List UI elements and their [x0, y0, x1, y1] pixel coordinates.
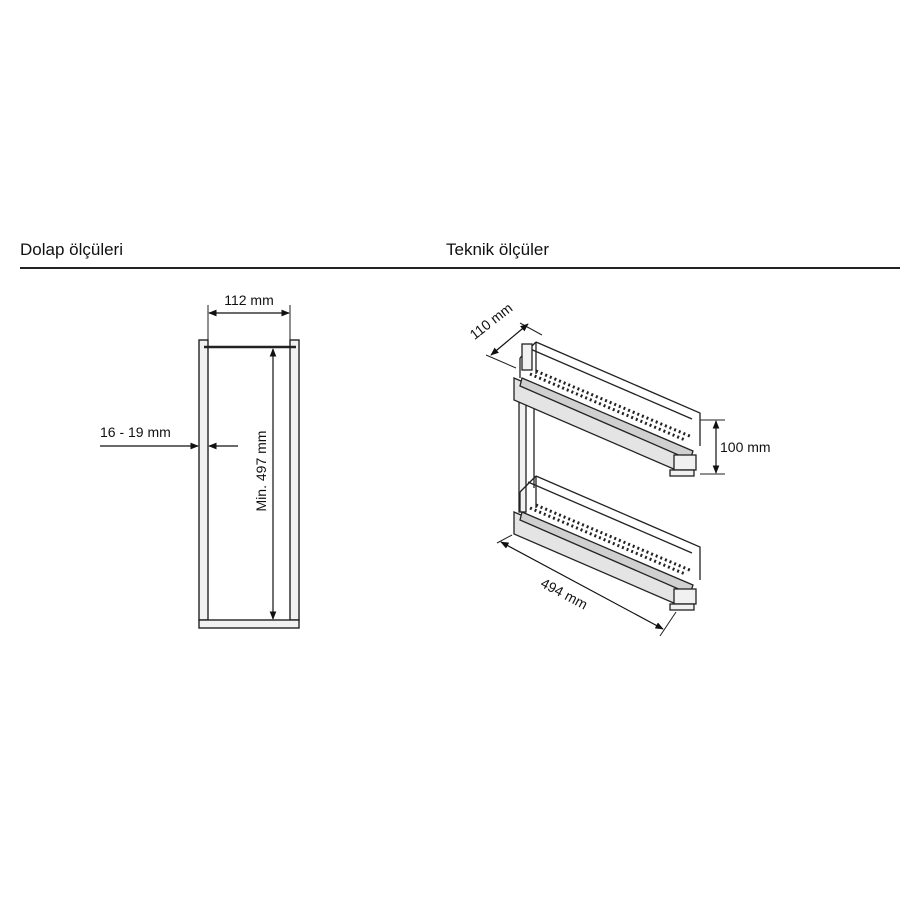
cabinet-bottom-panel: [198, 619, 300, 629]
cabinet-width-dimension: 112 mm: [207, 292, 291, 340]
upper-basket: [513, 341, 701, 477]
length-label: 494 mm: [538, 575, 590, 613]
technical-dimensions-heading: Teknik ölçüler: [446, 240, 549, 259]
basket-height-label: 100 mm: [720, 439, 771, 455]
cabinet-width-label: 112 mm: [224, 292, 274, 308]
basket-height-dimension: 100 mm: [700, 419, 771, 475]
heading-divider: [20, 267, 900, 269]
panel-thickness-dimension: 16 - 19 mm: [100, 424, 238, 450]
cabinet-height-label: Min. 497 mm: [253, 431, 269, 512]
cabinet-left-panel: [198, 339, 209, 621]
depth-label: 110 mm: [466, 300, 515, 343]
basket-unit-drawing: [513, 341, 701, 611]
panel-thickness-label: 16 - 19 mm: [100, 424, 171, 440]
cabinet-dimensions-heading: Dolap ölçüleri: [20, 240, 123, 259]
cabinet-height-dimension: Min. 497 mm: [253, 348, 277, 620]
cabinet-drawing: [198, 339, 300, 629]
cabinet-right-panel: [289, 339, 300, 621]
